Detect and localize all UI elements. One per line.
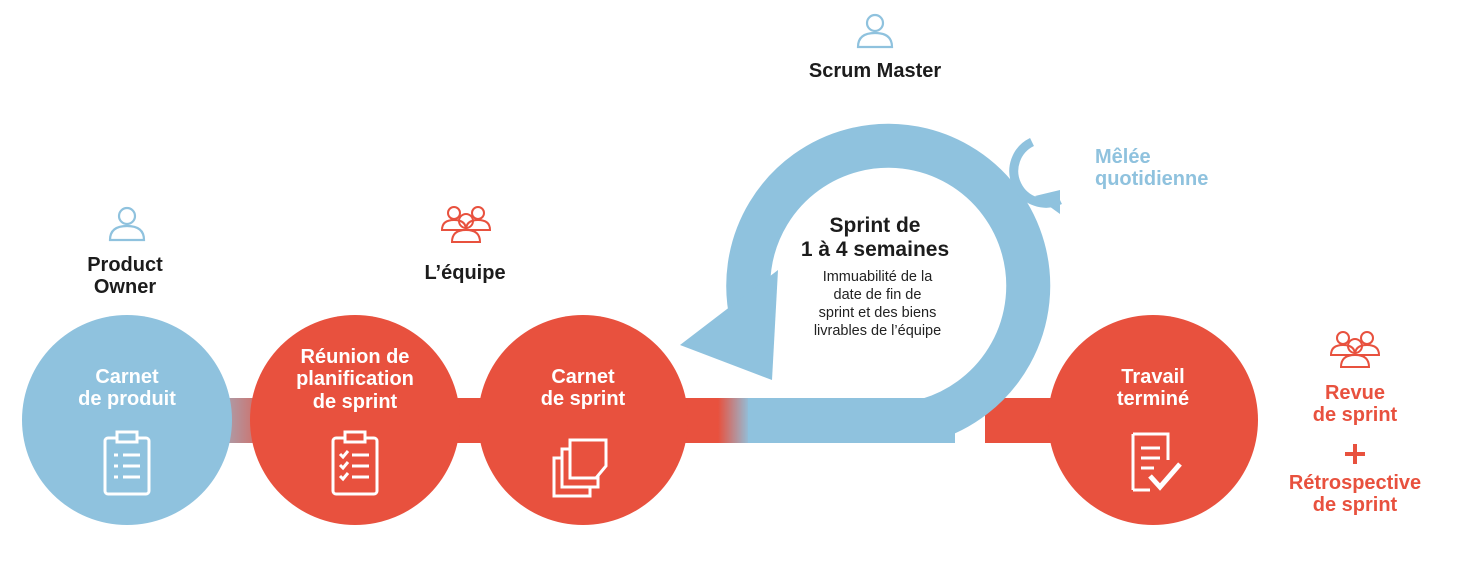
daily-line2: quotidienne: [1095, 168, 1209, 191]
sprint-title-line2: 1 à 4 semaines: [800, 237, 950, 261]
sprint-note-line4: livrables de l’équipe: [813, 323, 942, 340]
product-owner-label: Product Owner: [50, 254, 200, 299]
sprint-note-line2: date de fin de: [833, 287, 922, 304]
sprint-note-line3: sprint et des biens: [818, 305, 937, 322]
person-icon: [108, 206, 146, 242]
plus-sign: [1345, 444, 1365, 464]
loop-junction: [905, 398, 955, 443]
retrospective-label: Rétrospective de sprint: [1265, 472, 1445, 517]
group-icon: [440, 206, 492, 243]
product-backlog-label: Carnet de produit: [52, 366, 202, 411]
review-line1: Revue: [1324, 382, 1386, 404]
review-label: Revue de sprint: [1265, 382, 1445, 427]
done-line2: terminé: [1116, 388, 1190, 411]
daily-scrum-label: Mêlée quotidienne: [1095, 146, 1255, 191]
product-owner-line2: Owner: [93, 276, 157, 299]
planning-label: Réunion de planification de sprint: [270, 346, 440, 413]
done-label: Travail terminé: [1078, 366, 1228, 411]
circle-planning: [250, 315, 460, 525]
connector-loop-bottom: [748, 398, 928, 443]
sprint-title: Sprint de 1 à 4 semaines: [775, 214, 975, 261]
sprint-note: Immuabilité de la date de fin de sprint …: [790, 268, 965, 341]
product-backlog-line2: de produit: [78, 388, 176, 411]
daily-line1: Mêlée: [1095, 146, 1151, 168]
review-line2: de sprint: [1312, 404, 1398, 427]
clipboard-list-icon: [103, 430, 151, 496]
sprint-title-line1: Sprint de: [829, 214, 921, 237]
retro-line2: de sprint: [1312, 494, 1398, 517]
sprint-backlog-line1: Carnet: [551, 366, 615, 388]
person-icon: [856, 13, 894, 49]
sprint-backlog-line2: de sprint: [540, 388, 626, 411]
team-label: L’équipe: [424, 262, 506, 284]
done-line1: Travail: [1121, 366, 1185, 388]
scrum-master-label: Scrum Master: [808, 60, 942, 82]
stacked-documents-icon: [552, 438, 608, 498]
clipboard-checklist-icon: [331, 430, 379, 496]
planning-line1: Réunion de: [300, 346, 410, 368]
sprint-loop-arrow: [726, 123, 1051, 442]
retro-line1: Rétrospective: [1288, 472, 1422, 494]
planning-line3: de sprint: [312, 390, 398, 413]
circle-done: [1048, 315, 1258, 525]
sprint-note-line1: Immuabilité de la: [822, 269, 933, 285]
connector-gradient: [718, 398, 750, 443]
group-icon: [1329, 331, 1381, 368]
cycle-arrow-icon: [1009, 137, 1062, 214]
planning-line2: planification: [296, 368, 414, 391]
sprint-backlog-label: Carnet de sprint: [508, 366, 658, 411]
sprint-loop-arrowhead: [680, 270, 778, 380]
circle-product-backlog: [22, 315, 232, 525]
product-owner-line1: Product: [87, 254, 163, 276]
document-check-icon: [1131, 432, 1182, 492]
product-backlog-line1: Carnet: [95, 366, 159, 388]
circle-sprint-backlog: [478, 315, 688, 525]
